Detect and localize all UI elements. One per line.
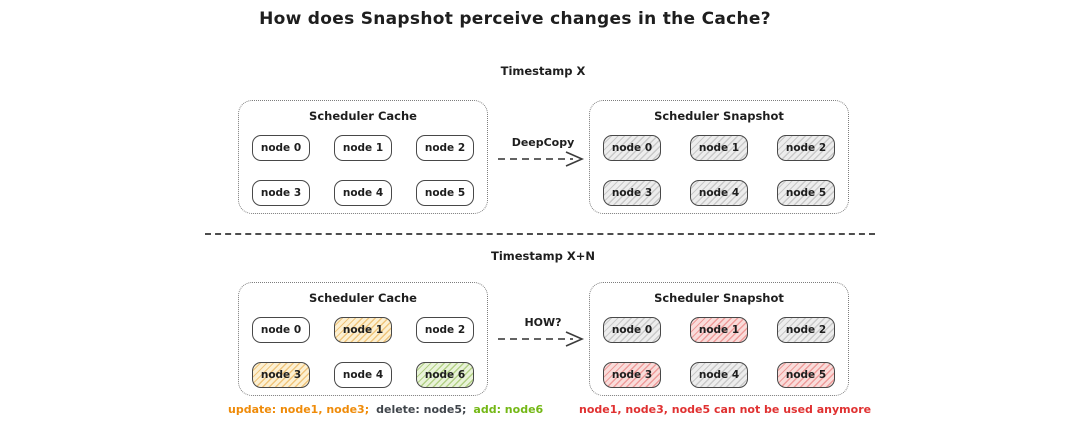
scheduler-cache-title: Scheduler Cache: [309, 109, 417, 123]
how-arrow-label: HOW?: [524, 316, 562, 329]
node-box: node 5: [777, 180, 835, 206]
node-box: node 1: [690, 317, 748, 343]
scheduler-cache-bottom-group: Scheduler Cache node 0 node 1 node 2 nod…: [238, 282, 488, 396]
scheduler-snapshot-title: Scheduler Snapshot: [654, 109, 784, 123]
node-box: node 0: [603, 317, 661, 343]
node-box: node 0: [252, 317, 310, 343]
node-box: node 6: [416, 362, 474, 388]
timeline-divider: [205, 233, 875, 235]
node-box: node 4: [334, 180, 392, 206]
cache-bottom-node-grid: node 0 node 1 node 2 node 3 node 4 node …: [252, 317, 474, 388]
timestamp-xn-label: Timestamp X+N: [490, 249, 596, 263]
node-box: node 2: [416, 135, 474, 161]
snapshot-top-node-grid: node 0 node 1 node 2 node 3 node 4 node …: [603, 135, 835, 206]
deepcopy-arrow: DeepCopy: [497, 136, 589, 167]
node-box: node 4: [334, 362, 392, 388]
cache-top-node-grid: node 0 node 1 node 2 node 3 node 4 node …: [252, 135, 474, 206]
dashed-right-arrow-icon: [498, 331, 584, 347]
timestamp-x-label: Timestamp X: [500, 64, 586, 78]
scheduler-snapshot-title: Scheduler Snapshot: [654, 291, 784, 305]
scheduler-snapshot-top-group: Scheduler Snapshot node 0 node 1 node 2 …: [589, 100, 849, 214]
node-box: node 2: [416, 317, 474, 343]
snapshot-stale-note: node1, node3, node5 can not be used anym…: [579, 403, 872, 416]
scheduler-cache-top-group: Scheduler Cache node 0 node 1 node 2 nod…: [238, 100, 488, 214]
node-box: node 0: [252, 135, 310, 161]
node-box: node 3: [252, 362, 310, 388]
scheduler-cache-title: Scheduler Cache: [309, 291, 417, 305]
node-box: node 4: [690, 362, 748, 388]
dashed-right-arrow-icon: [498, 151, 584, 167]
node-box: node 4: [690, 180, 748, 206]
how-arrow: HOW?: [497, 316, 589, 347]
node-box: node 1: [334, 317, 392, 343]
node-box: node 5: [777, 362, 835, 388]
node-box: node 3: [603, 362, 661, 388]
legend-delete-text: delete: node5;: [376, 403, 467, 416]
node-box: node 1: [334, 135, 392, 161]
node-box: node 2: [777, 135, 835, 161]
scheduler-snapshot-bottom-group: Scheduler Snapshot node 0 node 1 node 2 …: [589, 282, 849, 396]
legend-update-text: update: node1, node3;: [228, 403, 370, 416]
node-box: node 3: [603, 180, 661, 206]
legend-add-text: add: node6: [473, 403, 544, 416]
node-box: node 5: [416, 180, 474, 206]
cache-changes-legend: update: node1, node3; delete: node5; add: …: [228, 403, 543, 416]
node-box: node 3: [252, 180, 310, 206]
node-box: node 0: [603, 135, 661, 161]
diagram-title: How does Snapshot perceive changes in th…: [259, 9, 771, 29]
node-box: node 1: [690, 135, 748, 161]
snapshot-bottom-node-grid: node 0 node 1 node 2 node 3 node 4 node …: [603, 317, 835, 388]
deepcopy-arrow-label: DeepCopy: [511, 136, 575, 149]
node-box: node 2: [777, 317, 835, 343]
